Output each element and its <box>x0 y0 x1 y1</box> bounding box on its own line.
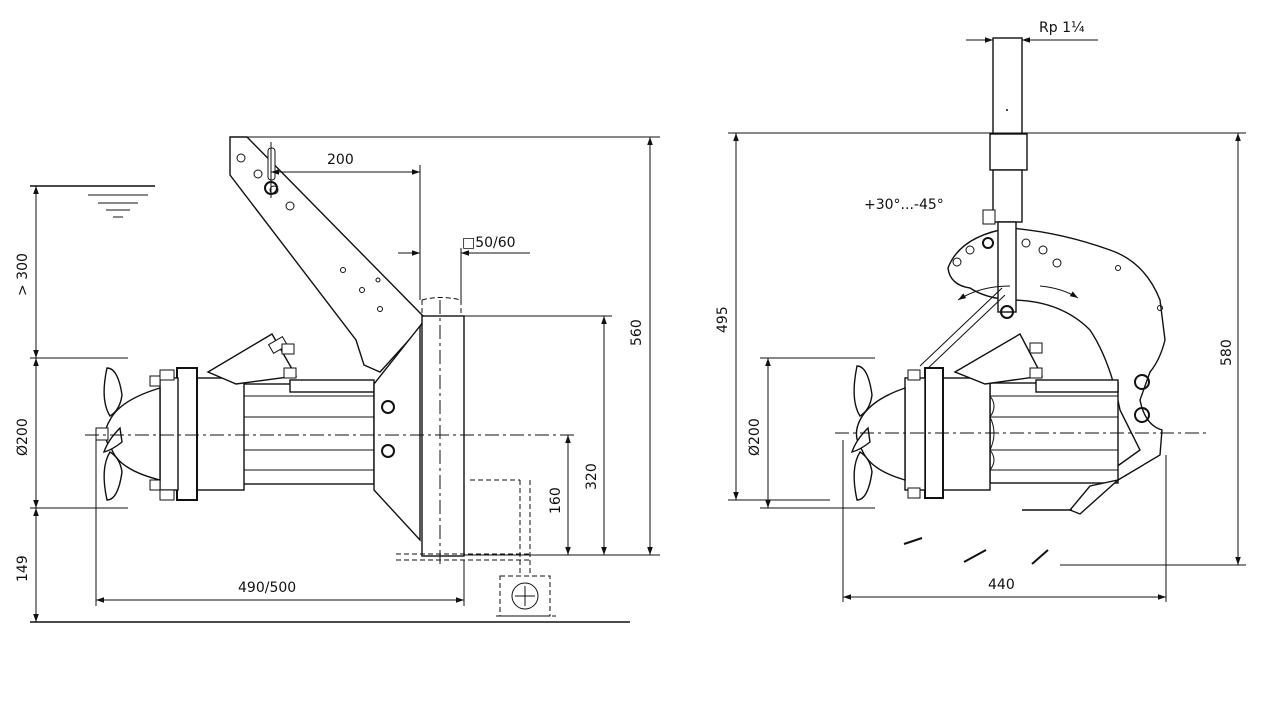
dim-diameter-front: Ø200 <box>747 418 763 456</box>
dim-490-500: 490/500 <box>238 580 296 596</box>
mixer-motor <box>95 323 421 542</box>
dimensions-left <box>30 136 660 622</box>
dim-diameter: Ø200 <box>15 418 31 456</box>
dim-149: 149 <box>15 555 31 582</box>
dim-min-depth: > 300 <box>15 253 31 296</box>
dim-thread-size: Rp 1¼ <box>1039 20 1085 36</box>
dim-560: 560 <box>629 319 645 346</box>
dim-160: 160 <box>548 487 564 514</box>
suspension-pipe <box>982 37 1028 225</box>
dim-200: 200 <box>327 152 354 168</box>
side-view: 200 □50/60 > 300 Ø200 149 490/500 560 32… <box>15 136 660 623</box>
guide-tube <box>421 297 465 557</box>
dim-swivel-angle: +30°...-45° <box>864 197 944 213</box>
dim-495: 495 <box>715 306 731 333</box>
water-level-symbol <box>30 185 155 218</box>
dim-440: 440 <box>988 577 1015 593</box>
swivel-bracket <box>919 221 1166 481</box>
dim-320: 320 <box>584 463 600 490</box>
base-foot <box>396 479 556 623</box>
dimensions-right <box>728 37 1246 602</box>
dim-580: 580 <box>1219 339 1235 366</box>
front-view: Rp 1¼ +30°...-45° 495 Ø200 580 440 <box>715 20 1246 602</box>
mixer-motor-front <box>850 333 1121 565</box>
dim-square-tube: □50/60 <box>462 235 516 251</box>
